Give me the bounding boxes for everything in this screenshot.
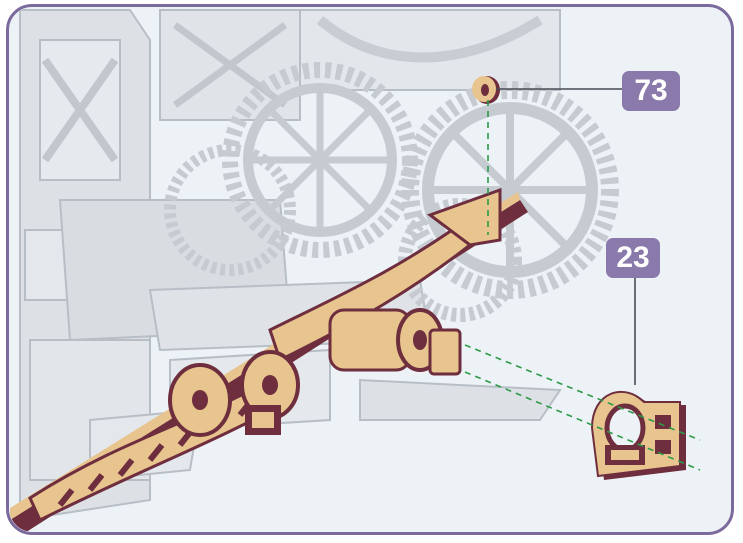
part-number-badge-73: 73 — [622, 71, 680, 111]
part-23-bracket — [592, 392, 686, 480]
part-number-badge-23: 23 — [606, 238, 660, 278]
